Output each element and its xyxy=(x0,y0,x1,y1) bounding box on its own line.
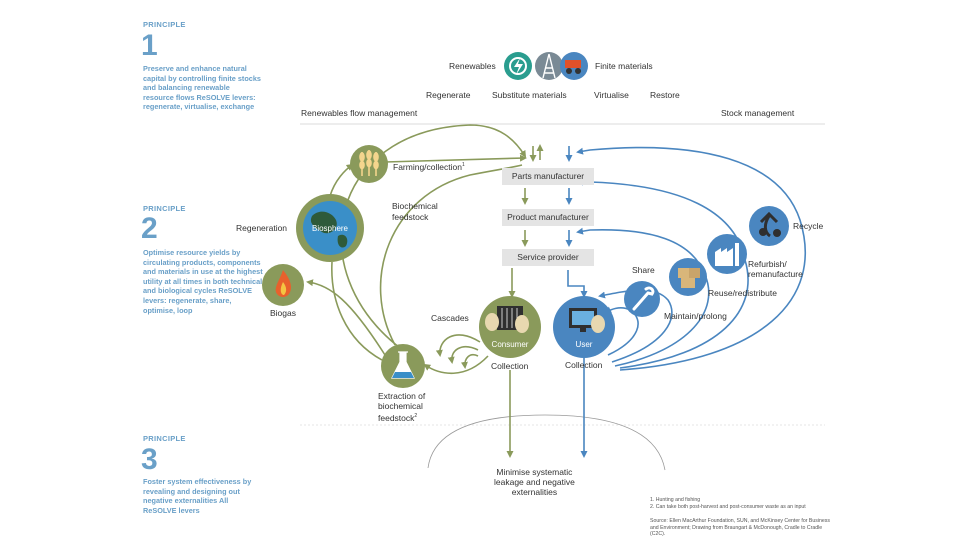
recycle-label: Recycle xyxy=(793,221,824,231)
consumer-label: Consumer xyxy=(491,340,529,349)
restore-label: Restore xyxy=(650,90,680,100)
biosphere-label: Biosphere xyxy=(311,224,349,233)
regenerate-label: Regenerate xyxy=(426,90,471,100)
share-label: Share xyxy=(632,265,655,275)
recycle-icon xyxy=(759,211,781,238)
leakage-arc xyxy=(427,414,666,471)
virtualise-label: Virtualise xyxy=(594,90,629,100)
biochemical-feedstock-label: Biochemical feedstock xyxy=(392,201,438,222)
factory-icon xyxy=(715,243,739,266)
renewables-label: Renewables xyxy=(449,61,496,71)
finite-materials-label: Finite materials xyxy=(595,61,653,71)
footnote-2: 2. Can take both post-harvest and post-c… xyxy=(650,504,806,510)
source-note: Source: Ellen MacArthur Foundation, SUN,… xyxy=(650,518,830,538)
boxes-icon xyxy=(678,268,700,288)
principle-3-description: Foster system effectiveness by revealing… xyxy=(143,477,252,515)
footnote-1: 1. Hunting and fishing xyxy=(650,497,701,503)
user-label: User xyxy=(575,340,593,349)
collection-right-label: Collection xyxy=(565,360,603,370)
wrench-icon xyxy=(632,286,655,311)
parts-manufacturer-box: Parts manufacturer xyxy=(502,168,594,185)
renewables-flow-management-label: Renewables flow management xyxy=(301,108,418,118)
biological-loops xyxy=(306,124,527,375)
cascades-label: Cascades xyxy=(431,313,469,323)
leakage-label: Minimise systematic leakage and negative… xyxy=(494,467,575,497)
maintain-prolong-label: Maintain/prolong xyxy=(664,311,727,321)
regeneration-label: Regeneration xyxy=(236,223,288,233)
refurbish-remanufacture-label: Refurbish/ remanufacture xyxy=(748,259,803,279)
extraction-label: Extraction of biochemical feedstock2 xyxy=(378,391,426,423)
service-provider-box: Service provider xyxy=(502,249,594,266)
blue-flow-arrows xyxy=(565,146,588,458)
farming-collection-label: Farming/collection1 xyxy=(393,162,465,172)
principle-2-description: Optimise resource yields by circulating … xyxy=(143,248,263,315)
computer-monitor-icon xyxy=(569,308,597,332)
principle-1-number: 1 xyxy=(141,29,158,62)
collection-left-label: Collection xyxy=(491,361,529,371)
principle-3-number: 3 xyxy=(141,443,158,476)
principle-1-label: PRINCIPLE xyxy=(143,20,186,29)
stock-management-label: Stock management xyxy=(721,108,795,118)
green-flow-arrows xyxy=(506,144,544,458)
product-manufacturer-box: Product manufacturer xyxy=(502,209,594,226)
principle-2-label: PRINCIPLE xyxy=(143,204,186,213)
principle-2-number: 2 xyxy=(141,212,158,245)
principle-1-description: Preserve and enhance natural capital by … xyxy=(143,64,261,112)
finite-oil-rig-icon xyxy=(535,52,563,80)
biogas-label: Biogas xyxy=(270,308,296,318)
substitute-materials-label: Substitute materials xyxy=(492,90,567,100)
principle-3-label: PRINCIPLE xyxy=(143,434,186,443)
reuse-redistribute-label: Reuse/redistribute xyxy=(708,288,777,298)
